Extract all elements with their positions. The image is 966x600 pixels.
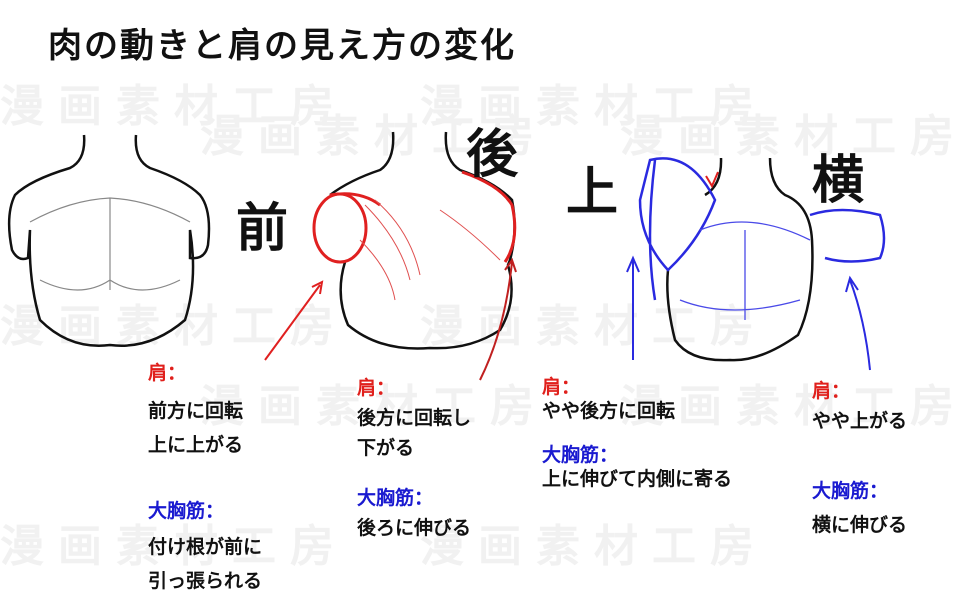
shoulder-desc: 後方に回転し [357, 407, 472, 429]
view-marker-back: 後 [466, 125, 519, 185]
caption-side: 肩： やや上がる 大胸筋： 横に伸びる [812, 376, 907, 540]
shoulder-label: 肩： [357, 377, 396, 399]
torso-back [264, 131, 517, 381]
watermark: 漫画素材工房 [420, 301, 768, 352]
pec-label: 大胸筋： [812, 480, 889, 502]
pec-desc: 付け根が前に [148, 536, 263, 558]
watermark: 漫画素材工房 [0, 81, 348, 132]
shoulder-label: 肩： [148, 362, 187, 384]
caption-up: 肩： やや後方に回転 大胸筋： 上に伸びて内側に寄る [542, 376, 732, 492]
shoulder-label: 肩： [812, 380, 851, 402]
torso-raised [626, 157, 886, 371]
watermark: 漫画素材工房 [620, 381, 966, 432]
pec-label: 大胸筋： [357, 487, 434, 509]
shoulder-desc: やや後方に回転 [542, 400, 676, 422]
shoulder-desc: やや上がる [812, 410, 908, 432]
pec-desc: 上に伸びて内側に寄る [542, 468, 733, 490]
watermark: 漫画素材工房 [620, 111, 966, 162]
watermark: 漫画素材工房 [0, 521, 348, 572]
shoulder-desc: 上に上がる [148, 434, 244, 456]
watermark: 漫画素材工房 [420, 521, 768, 572]
pec-desc: 引っ張られる [148, 570, 263, 592]
shoulder-desc: 前方に回転 [148, 400, 244, 422]
watermark: 漫画素材工房 [200, 381, 548, 432]
pec-desc: 後ろに伸びる [357, 517, 472, 539]
view-marker-front: 前 [236, 199, 289, 259]
shoulder-label: 肩： [542, 376, 581, 398]
caption-back: 肩： 後方に回転し 下がる 大胸筋： 後ろに伸びる [357, 373, 471, 543]
view-marker-up: 上 [566, 163, 619, 223]
shoulder-desc: 下がる [357, 437, 415, 459]
pec-desc: 横に伸びる [812, 514, 908, 536]
watermark: 漫画素材工房 [200, 111, 548, 162]
pec-label: 大胸筋： [148, 500, 225, 522]
caption-front: 肩： 前方に回転 上に上がる 大胸筋： 付け根が前に 引っ張られる [148, 358, 262, 596]
page-title: 肉の動きと肩の見え方の変化 [48, 26, 516, 66]
view-marker-side: 横 [812, 151, 865, 211]
pec-label: 大胸筋： [542, 444, 619, 466]
watermark: 漫画素材工房 [420, 81, 768, 132]
torso-front [7, 134, 211, 347]
